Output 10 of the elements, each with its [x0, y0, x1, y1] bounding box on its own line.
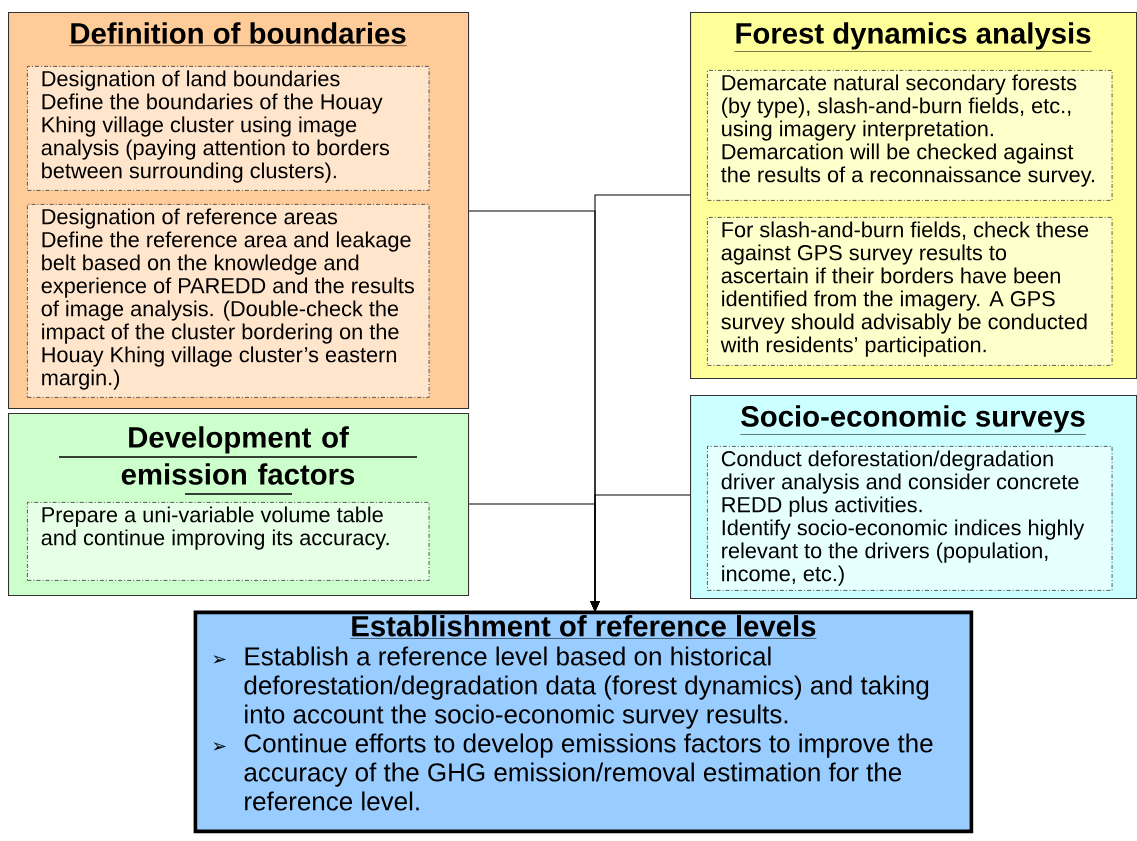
connector-arrow	[590, 494, 691, 612]
note-box: Prepare a uni-variable volume table and continue improving its accuracy.	[27, 502, 430, 581]
note-box: Designation of reference areas Define the reference area and leakage belt based on the knowledge and experience of PAREDD and the results of image analysis. (Double-check the impact of the cluster bordering on the Houay Khing village cluster’s eastern margin.)	[27, 204, 430, 398]
bullet-mark: ➢	[213, 655, 227, 664]
note-box: For slash-and-burn fields, check these against GPS survey results to ascertain if their borders have been identified from the imagery. A GPS survey should advisably be conducted with residents’ participation.	[707, 217, 1113, 366]
note-box: Designation of land boundaries Define the boundaries of the Houay Khing village cluster using image analysis (paying attention to borders between surrounding clusters).	[27, 66, 430, 191]
note-box: Conduct deforestation/degradation driver analysis and consider concrete REDD plus activities. Identify socio-economic indices highly relevant to the drivers (population, income, etc.)	[707, 446, 1113, 591]
note-box: Demarcate natural secondary forests (by type), slash-and-burn fields, etc., using imagery interpretation. Demarcation will be checked against the results of a reconnaissance survey.	[707, 70, 1113, 201]
bullet-mark: ➢	[213, 742, 227, 751]
result-panel: Establishment of reference levels ➢ Establish a reference level based on historical deforestation/degradation data (forest dynamics) and taking into account the socio-economic survey results. ➢ Continue efforts to develop emissions factors to improve the accuracy of the GHG emission/removal estimation for the reference level.	[193, 610, 974, 834]
